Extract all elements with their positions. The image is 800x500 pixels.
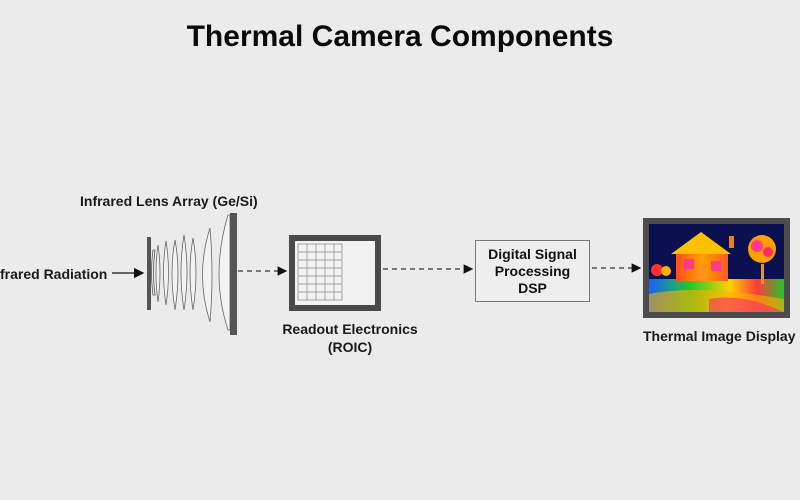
- lens-array-icon: [147, 213, 237, 335]
- infrared-radiation-label: frared Radiation: [0, 266, 108, 282]
- thermal-display: [643, 218, 790, 318]
- diagram-title: Thermal Camera Components: [186, 20, 614, 53]
- sensor-grid-icon: [297, 243, 343, 301]
- roic-label-line1: Readout Electronics: [282, 321, 418, 337]
- thermal-display-label: Thermal Image Display: [643, 328, 796, 344]
- thermal-house-icon: [649, 232, 784, 312]
- roic-label-line2: (ROIC): [327, 339, 373, 355]
- lens-array-label: Infrared Lens Array (Ge/Si): [80, 193, 258, 209]
- dsp-line3: DSP: [518, 279, 547, 296]
- roic-label: Readout Electronics (ROIC): [270, 320, 430, 356]
- roic-chip: [289, 235, 381, 311]
- dsp-line2: Processing: [494, 262, 571, 279]
- thermal-image: [649, 224, 784, 312]
- roic-sensor-grid: [295, 241, 375, 305]
- dsp-line1: Digital Signal: [488, 245, 577, 262]
- dsp-box: Digital Signal Processing DSP: [475, 240, 590, 302]
